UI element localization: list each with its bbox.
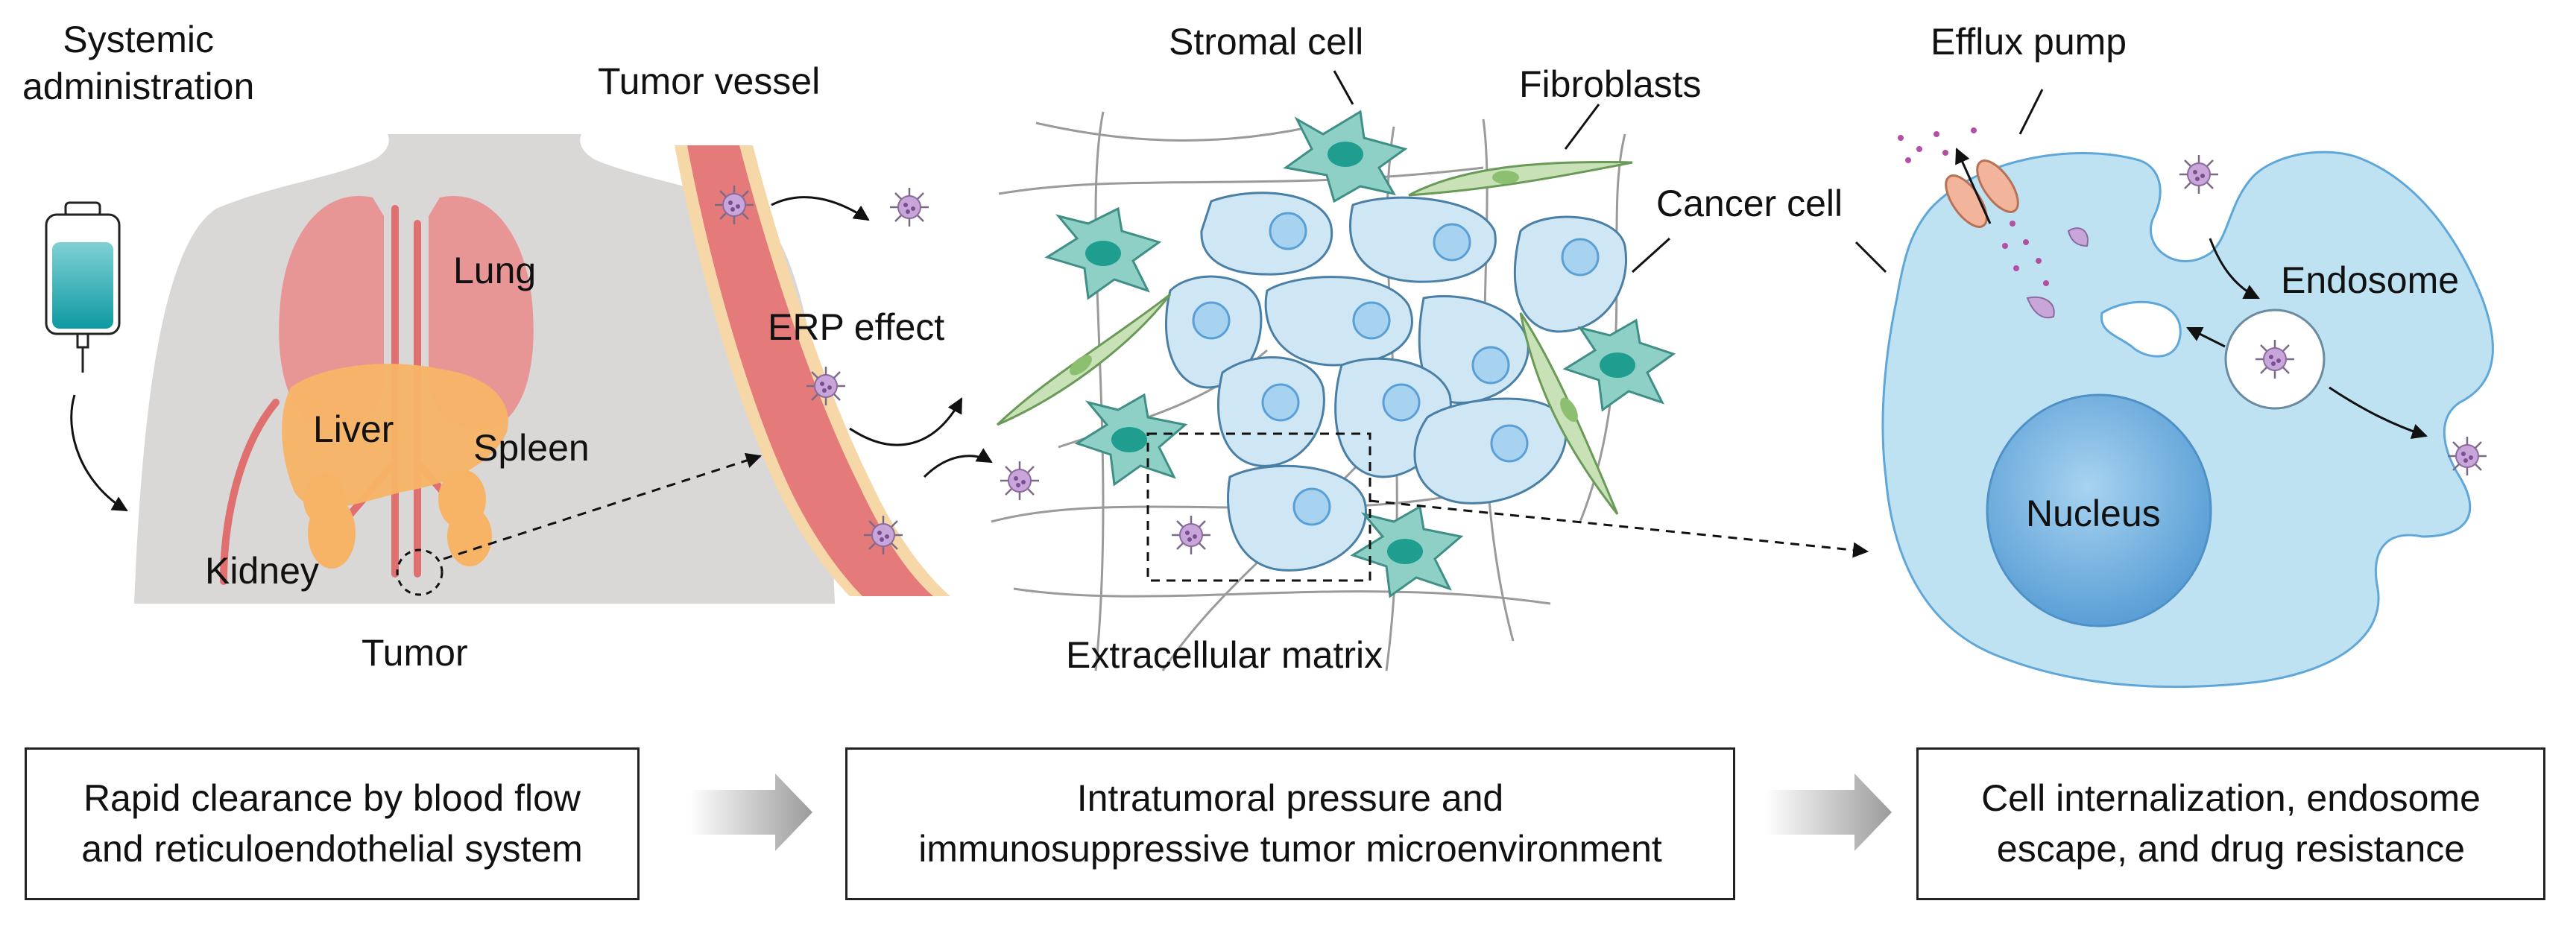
exocytosis-arrow: [2329, 386, 2428, 439]
drug-molecules: [1898, 127, 2049, 286]
stage-box-microenvironment: Intratumoral pressure and immunosuppress…: [845, 747, 1735, 900]
stage-box-clearance-line1: Rapid clearance by blood flow: [83, 777, 581, 819]
tumor-vessel: [687, 145, 933, 596]
fibroblast-nuclei: [1070, 171, 1578, 423]
fibroblast-pointer: [1564, 104, 1600, 150]
flow-arrow-2: [1765, 774, 1892, 851]
nanoparticle: [999, 460, 1041, 502]
extravasation-arrow: [771, 196, 870, 221]
iv-arrow: [70, 394, 128, 512]
stage-box-internalization-line2: escape, and drug resistance: [1996, 827, 2466, 870]
label-kidney: Kidney: [205, 550, 319, 592]
nanoparticle: [2446, 435, 2488, 477]
label-cancer-cell: Cancer cell: [1656, 183, 1843, 224]
stromal-cell-nuclei: [1085, 142, 1635, 564]
nanoparticle: [888, 186, 930, 228]
flow-arrow-1: [689, 774, 812, 851]
label-nucleus: Nucleus: [2026, 493, 2161, 534]
large-cancer-cell: [1881, 151, 2494, 689]
stage-box-microenvironment-line1: Intratumoral pressure and: [1076, 777, 1504, 819]
cancer-cell-label-pointer: [1854, 241, 1887, 273]
extravasation-arrow: [923, 448, 993, 478]
label-tumor: Tumor: [362, 632, 468, 674]
nanoparticle: [2254, 338, 2296, 380]
endosome-escape-arrow: [2186, 326, 2226, 348]
efflux-pump-pointer: [2018, 89, 2044, 135]
body-panel: [45, 134, 835, 604]
nanoparticle: [862, 514, 904, 556]
efflux-pump-icon: [1945, 148, 2019, 228]
label-liver: Liver: [313, 408, 394, 450]
stage-box-microenvironment-line2: immunosuppressive tumor microenvironment: [918, 827, 1662, 870]
label-endosome: Endosome: [2281, 259, 2460, 301]
lung-right: [429, 195, 534, 431]
label-spleen: Spleen: [473, 427, 590, 469]
extravasation-arrow: [849, 397, 963, 446]
cancer-cell-pointer: [1631, 237, 1671, 273]
zoom-arrow: [1369, 499, 1869, 558]
label-tumor-vessel: Tumor vessel: [598, 60, 821, 102]
internalization-arrow: [2209, 238, 2260, 300]
cell-panel: [1854, 89, 2494, 689]
label-systemic-administration: Systemic administration: [22, 16, 254, 110]
iv-bag-icon: [45, 201, 121, 373]
label-systemic-line1: Systemic: [63, 19, 215, 60]
kidney-right: [447, 507, 492, 566]
label-lung: Lung: [453, 250, 537, 291]
label-systemic-line2: administration: [22, 65, 255, 107]
stage-box-internalization-line1: Cell internalization, endosome: [1981, 777, 2481, 819]
label-extracellular-matrix: Extracellular matrix: [1066, 634, 1383, 676]
stromal-pointer: [1333, 70, 1354, 105]
stage-box-internalization: Cell internalization, endosome escape, a…: [1916, 747, 2545, 900]
tumor-marker: [396, 548, 443, 596]
label-erp-effect: ERP effect: [768, 306, 945, 348]
label-stromal-cell: Stromal cell: [1169, 21, 1364, 63]
zoom-region: [1146, 432, 1371, 582]
kidney-left-b: [303, 473, 345, 525]
stage-box-clearance-line2: and reticuloendothelial system: [81, 827, 583, 870]
label-efflux-pump: Efflux pump: [1931, 21, 2127, 63]
cancer-cells: [1165, 192, 1627, 572]
nanoparticle: [713, 184, 755, 226]
nanoparticle: [1170, 514, 1212, 556]
microenvironment-panel: [991, 70, 1869, 671]
nanoparticle: [2178, 154, 2220, 195]
nucleus: [1986, 393, 2212, 627]
endosome-pocket: [2100, 300, 2182, 358]
drug-fragments: [2026, 227, 2089, 319]
label-fibroblasts: Fibroblasts: [1519, 63, 1702, 105]
liver: [282, 364, 508, 508]
tumor-to-vessel-arrow: [443, 452, 762, 560]
cancer-cell-nuclei: [1192, 212, 1600, 526]
vessel-panel: [675, 145, 1041, 596]
nanoparticle: [805, 365, 847, 407]
stage-box-clearance: Rapid clearance by blood flow and reticu…: [25, 747, 640, 900]
